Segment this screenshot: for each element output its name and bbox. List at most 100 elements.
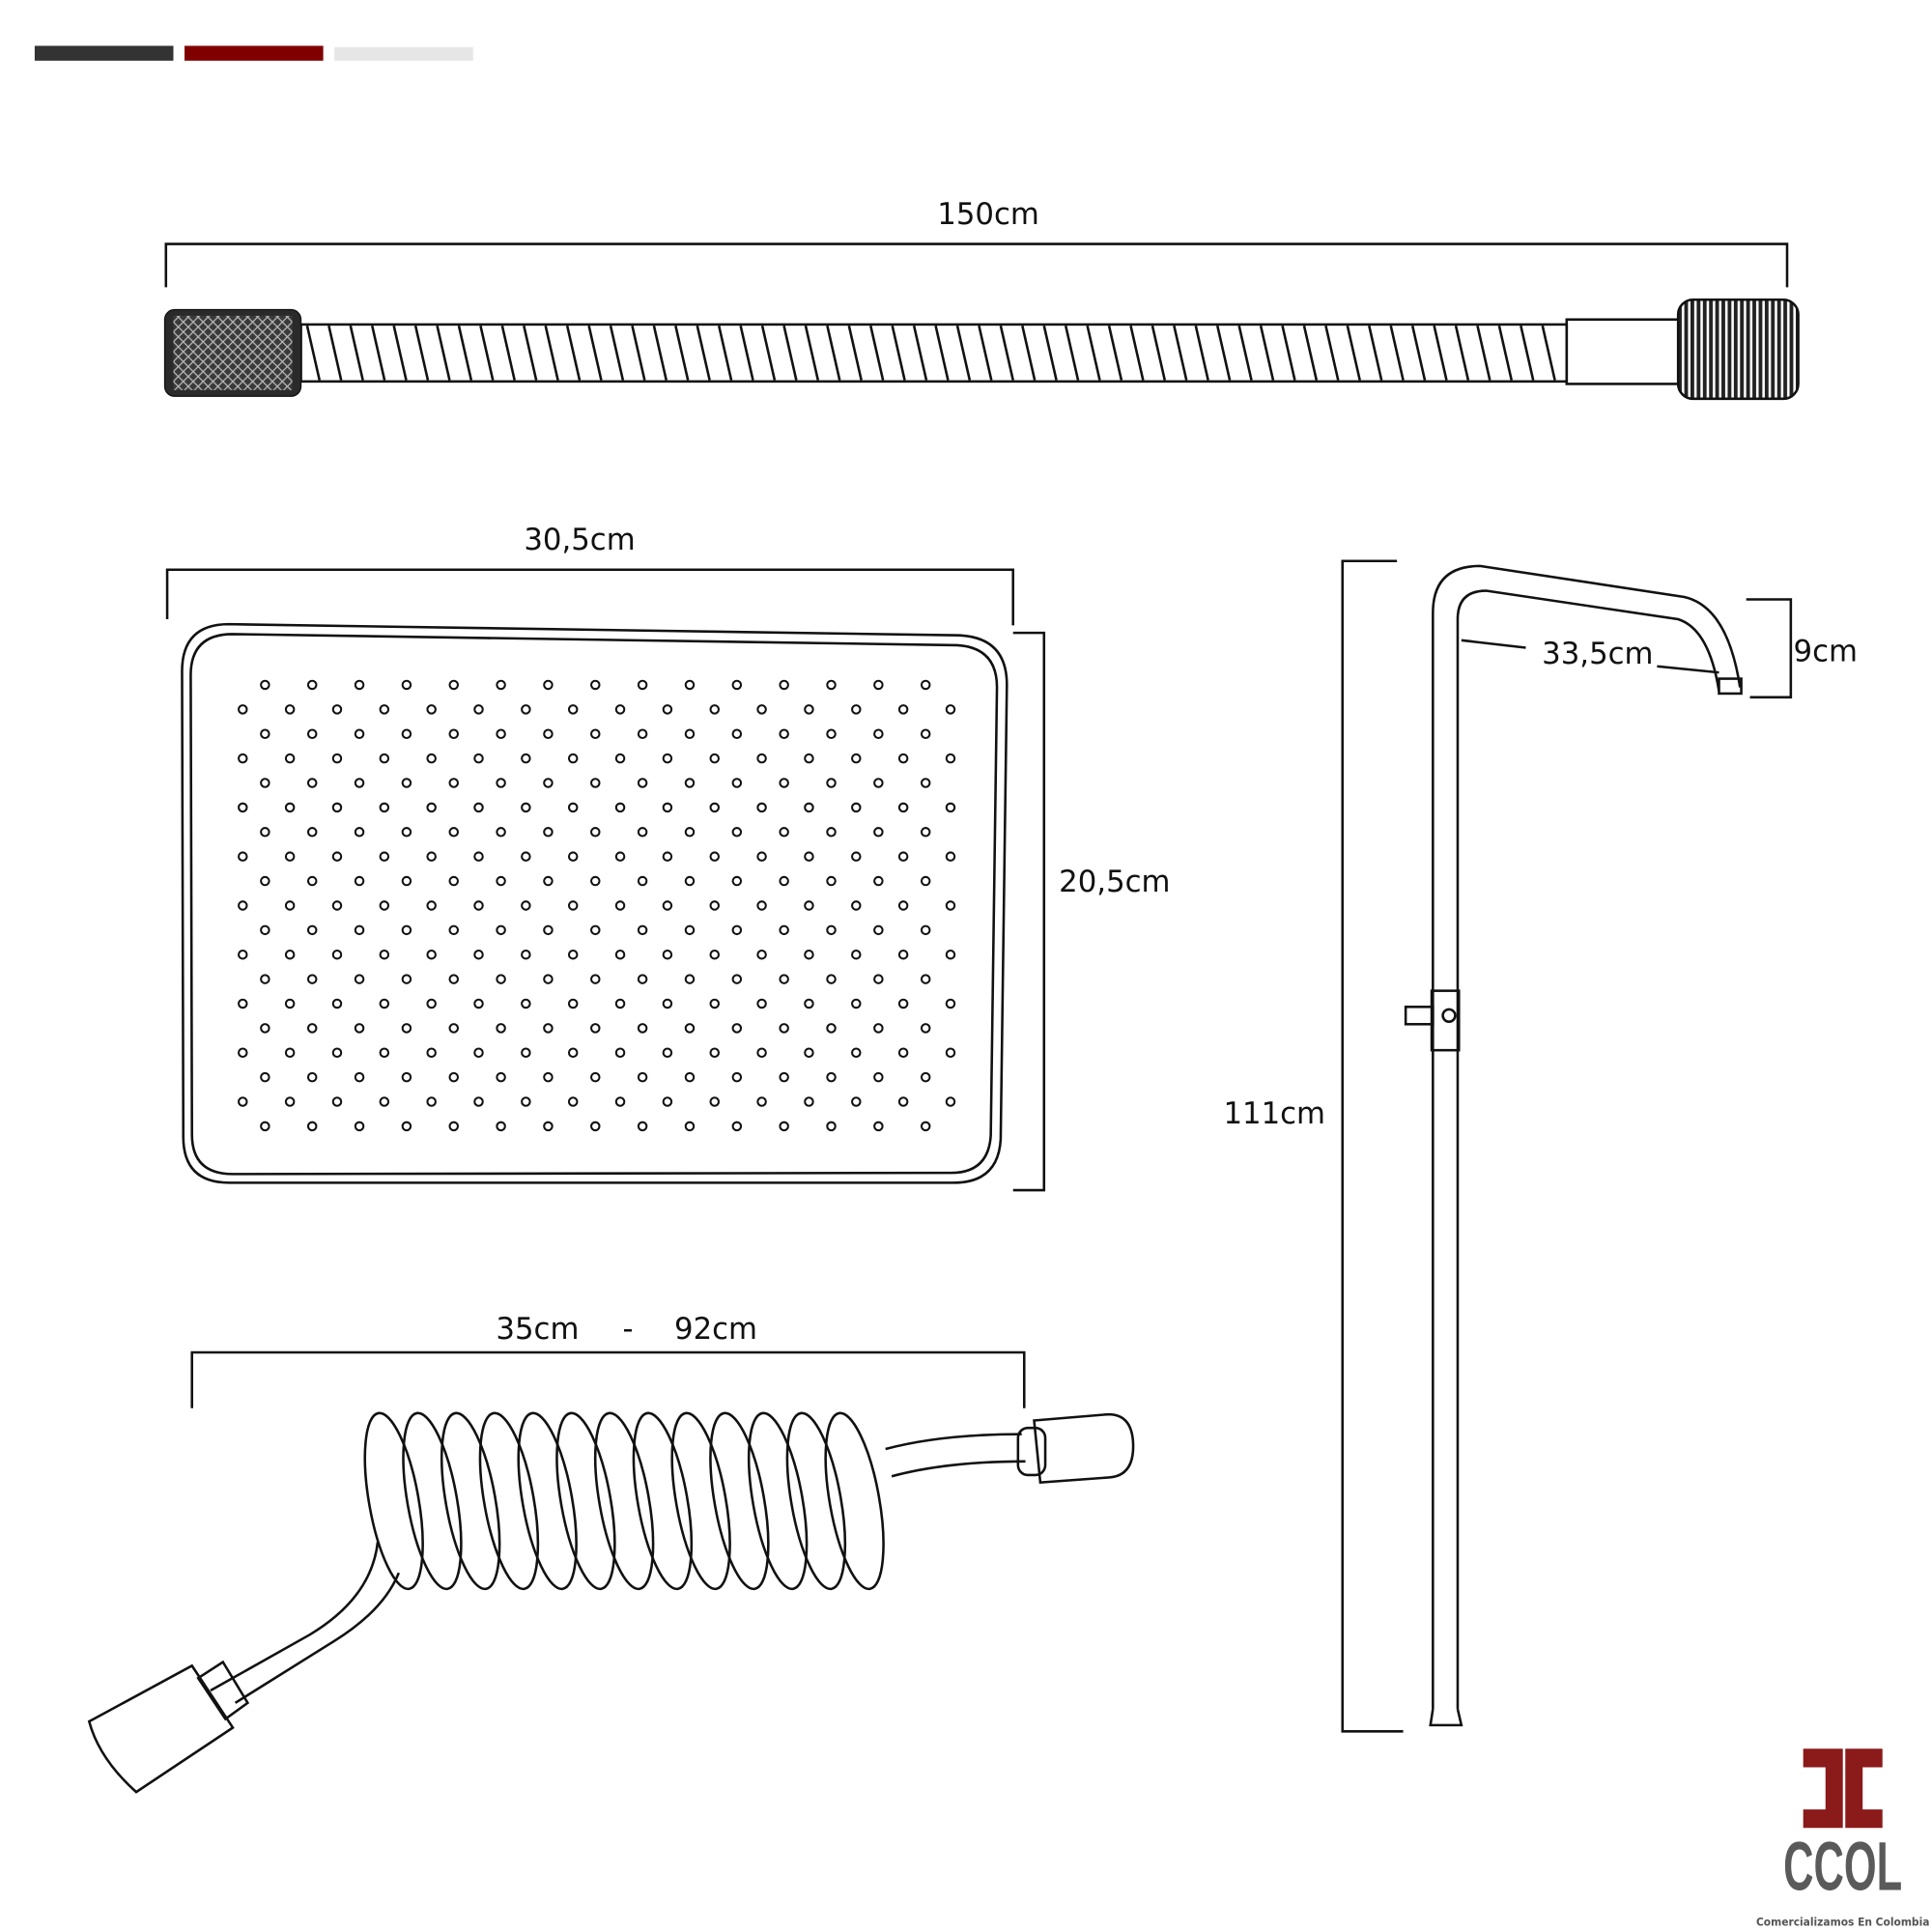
nozzle: [851, 851, 862, 862]
hose-nut-right: [1676, 298, 1800, 401]
nozzle: [662, 851, 673, 862]
nozzle: [731, 1023, 743, 1034]
nozzle: [897, 704, 909, 715]
nozzle: [284, 753, 296, 764]
nozzle: [379, 1047, 390, 1059]
nozzle: [920, 924, 931, 936]
nozzle: [331, 753, 343, 764]
hose-sleeve: [1565, 318, 1684, 385]
nozzle: [306, 1023, 318, 1034]
nozzle: [779, 875, 789, 887]
nozzle: [448, 1023, 460, 1034]
hose-spiral-line: [1520, 325, 1535, 381]
nozzle: [379, 900, 390, 911]
nozzle: [331, 949, 343, 960]
hose-spiral-line: [934, 325, 950, 381]
nozzle: [426, 1096, 437, 1107]
nozzle: [614, 998, 626, 1009]
header-bars: [34, 45, 473, 61]
nozzle: [401, 778, 412, 788]
nozzle: [684, 924, 696, 936]
hose-spiral-line: [739, 325, 754, 381]
hose-spiral-line: [1237, 325, 1253, 381]
nozzle: [873, 974, 884, 984]
nozzle: [851, 900, 862, 911]
nozzle: [543, 875, 554, 887]
nozzle: [567, 802, 579, 813]
hose-spiral-line: [1324, 325, 1340, 381]
nozzle: [496, 924, 506, 936]
nozzle: [401, 1121, 412, 1132]
nozzle: [238, 753, 248, 764]
nozzle: [306, 974, 318, 984]
nozzle: [260, 778, 270, 788]
nozzle: [920, 875, 931, 887]
nozzle: [284, 802, 296, 813]
coil-loop: [785, 1411, 847, 1591]
header-bar-red: [185, 45, 324, 61]
nozzle: [567, 704, 579, 715]
nozzle: [709, 1096, 721, 1107]
nozzle: [731, 1071, 743, 1083]
hose-spiral-line: [1476, 325, 1492, 381]
nozzle: [426, 802, 437, 813]
hose-spiral-line: [1541, 325, 1556, 381]
nozzle: [401, 679, 412, 691]
nozzle: [779, 679, 789, 691]
diverter-outlet[interactable]: [1404, 1006, 1435, 1026]
nozzle: [637, 1071, 648, 1083]
nozzle: [496, 728, 506, 739]
nozzle: [379, 753, 390, 764]
nozzle: [306, 1121, 318, 1132]
nozzle: [637, 728, 648, 739]
nozzle: [473, 949, 484, 960]
nozzle: [684, 827, 696, 838]
nozzle: [873, 778, 884, 788]
head-height-label: 20,5cm: [1059, 865, 1170, 899]
nozzle: [684, 778, 696, 788]
hose-spiral-line: [869, 325, 885, 381]
nozzle: [567, 753, 579, 764]
nozzle: [521, 851, 531, 862]
coil-loop: [709, 1411, 770, 1591]
nozzle: [521, 1096, 531, 1107]
nozzle: [306, 827, 318, 838]
head-outer-edge: [181, 622, 1009, 1184]
hose-nut-left-knurl: [173, 315, 293, 390]
head-width-dimension: [165, 568, 1014, 626]
arm-length-label: 33,5cm: [1542, 637, 1653, 671]
nozzle: [709, 998, 721, 1009]
nozzle: [662, 704, 673, 715]
hose-spiral-line: [1194, 325, 1209, 381]
nozzle: [590, 728, 601, 739]
nozzle: [496, 974, 506, 984]
nozzle: [543, 1071, 554, 1083]
nozzle: [684, 1023, 696, 1034]
hose-spiral-line: [1064, 325, 1080, 381]
nozzle: [284, 900, 296, 911]
nozzle: [614, 900, 626, 911]
nozzle: [851, 1047, 862, 1059]
nozzle: [804, 851, 814, 862]
hose-spiral-line: [1216, 325, 1232, 381]
nozzle: [260, 728, 270, 739]
nozzle: [473, 704, 484, 715]
nozzle: [873, 875, 884, 887]
coil-right-nut: [1033, 1412, 1135, 1484]
nozzle: [779, 827, 789, 838]
nozzle: [401, 875, 412, 887]
nozzle: [284, 1096, 296, 1107]
nozzle: [873, 728, 884, 739]
shower-pipe: 111cm 33,5cm 9cm: [1223, 559, 1858, 1733]
nozzle: [567, 900, 579, 911]
nozzle: [731, 778, 743, 788]
nozzle: [448, 974, 460, 984]
diverter-knob[interactable]: [1441, 1008, 1457, 1023]
nozzle: [614, 1047, 626, 1059]
nozzle: [945, 753, 956, 764]
nozzle: [448, 875, 460, 887]
nozzle: [401, 827, 412, 838]
nozzle: [354, 924, 365, 936]
nozzle: [637, 778, 648, 788]
nozzle: [331, 998, 343, 1009]
